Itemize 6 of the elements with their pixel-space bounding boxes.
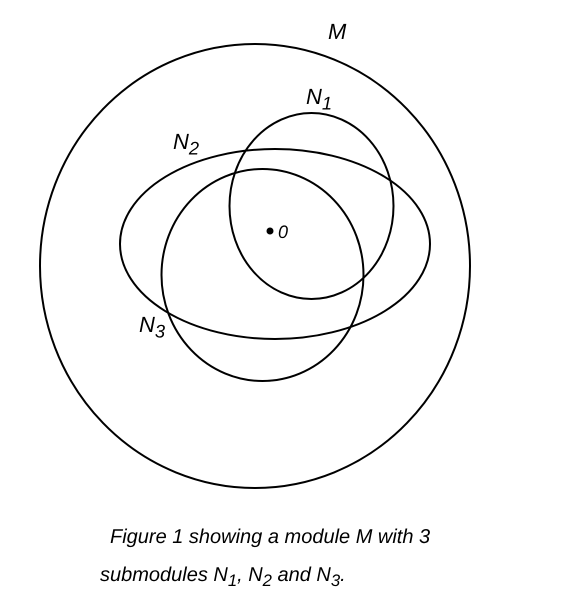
point-label: 0 — [278, 221, 288, 244]
figure-caption: Figure 1 showing a module M with 3 submodules N$_{1}$, N$_{2}$ and N$_{3}$. — [100, 525, 432, 592]
set-label: M — [328, 20, 346, 44]
set-label: N$_{3}$ — [139, 313, 166, 344]
set-label: N$_{1}$ — [306, 85, 332, 116]
set-label: N$_{2}$ — [173, 130, 200, 160]
